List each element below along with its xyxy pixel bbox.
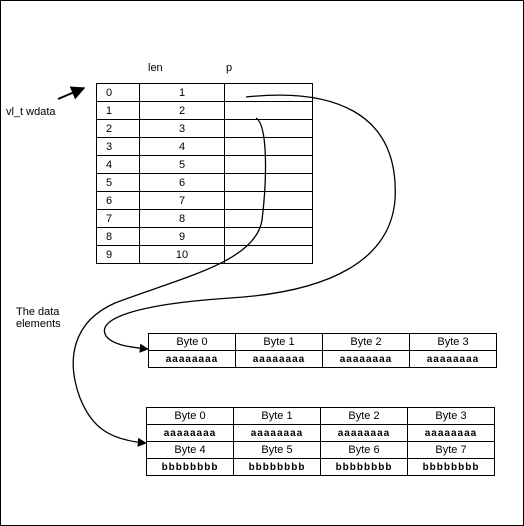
byte-header-row: Byte 0 Byte 1 Byte 2 Byte 3 — [148, 333, 497, 351]
data-block-1: Byte 0 Byte 1 Byte 2 Byte 3 aaaaaaaa aaa… — [148, 333, 497, 368]
byte-bits-cell: bbbbbbbb — [320, 458, 408, 476]
byte-bits-cell: aaaaaaaa — [409, 350, 497, 368]
data-elements-label: The data elements — [16, 306, 61, 330]
byte-bits-cell: aaaaaaaa — [235, 350, 323, 368]
pointer-cell — [224, 245, 313, 264]
byte-header-cell: Byte 0 — [146, 407, 234, 425]
p1-pointer-curve — [72, 117, 267, 447]
byte-bits-cell: bbbbbbbb — [233, 458, 321, 476]
byte-bits-cell: aaaaaaaa — [322, 350, 410, 368]
p-column-header: p — [226, 62, 233, 74]
byte-header-cell: Byte 7 — [407, 441, 495, 459]
len-cell: 10 — [139, 245, 225, 264]
byte-bits-cell: bbbbbbbb — [146, 458, 234, 476]
byte-bits-row: aaaaaaaa aaaaaaaa aaaaaaaa aaaaaaaa — [148, 350, 497, 368]
byte-bits-row: bbbbbbbb bbbbbbbb bbbbbbbb bbbbbbbb — [146, 458, 495, 476]
byte-bits-cell: bbbbbbbb — [407, 458, 495, 476]
p0-pointer-curve — [103, 94, 396, 353]
vl-t-pointer-arrow — [57, 86, 86, 100]
len-column-header: len — [148, 62, 163, 74]
data-block-2: Byte 0 Byte 1 Byte 2 Byte 3 aaaaaaaa aaa… — [146, 407, 495, 476]
byte-header-cell: Byte 2 — [322, 333, 410, 351]
byte-bits-row: aaaaaaaa aaaaaaaa aaaaaaaa aaaaaaaa — [146, 424, 495, 442]
vl-t-label: vl_t wdata — [6, 106, 56, 118]
byte-header-row: Byte 4 Byte 5 Byte 6 Byte 7 — [146, 441, 495, 459]
